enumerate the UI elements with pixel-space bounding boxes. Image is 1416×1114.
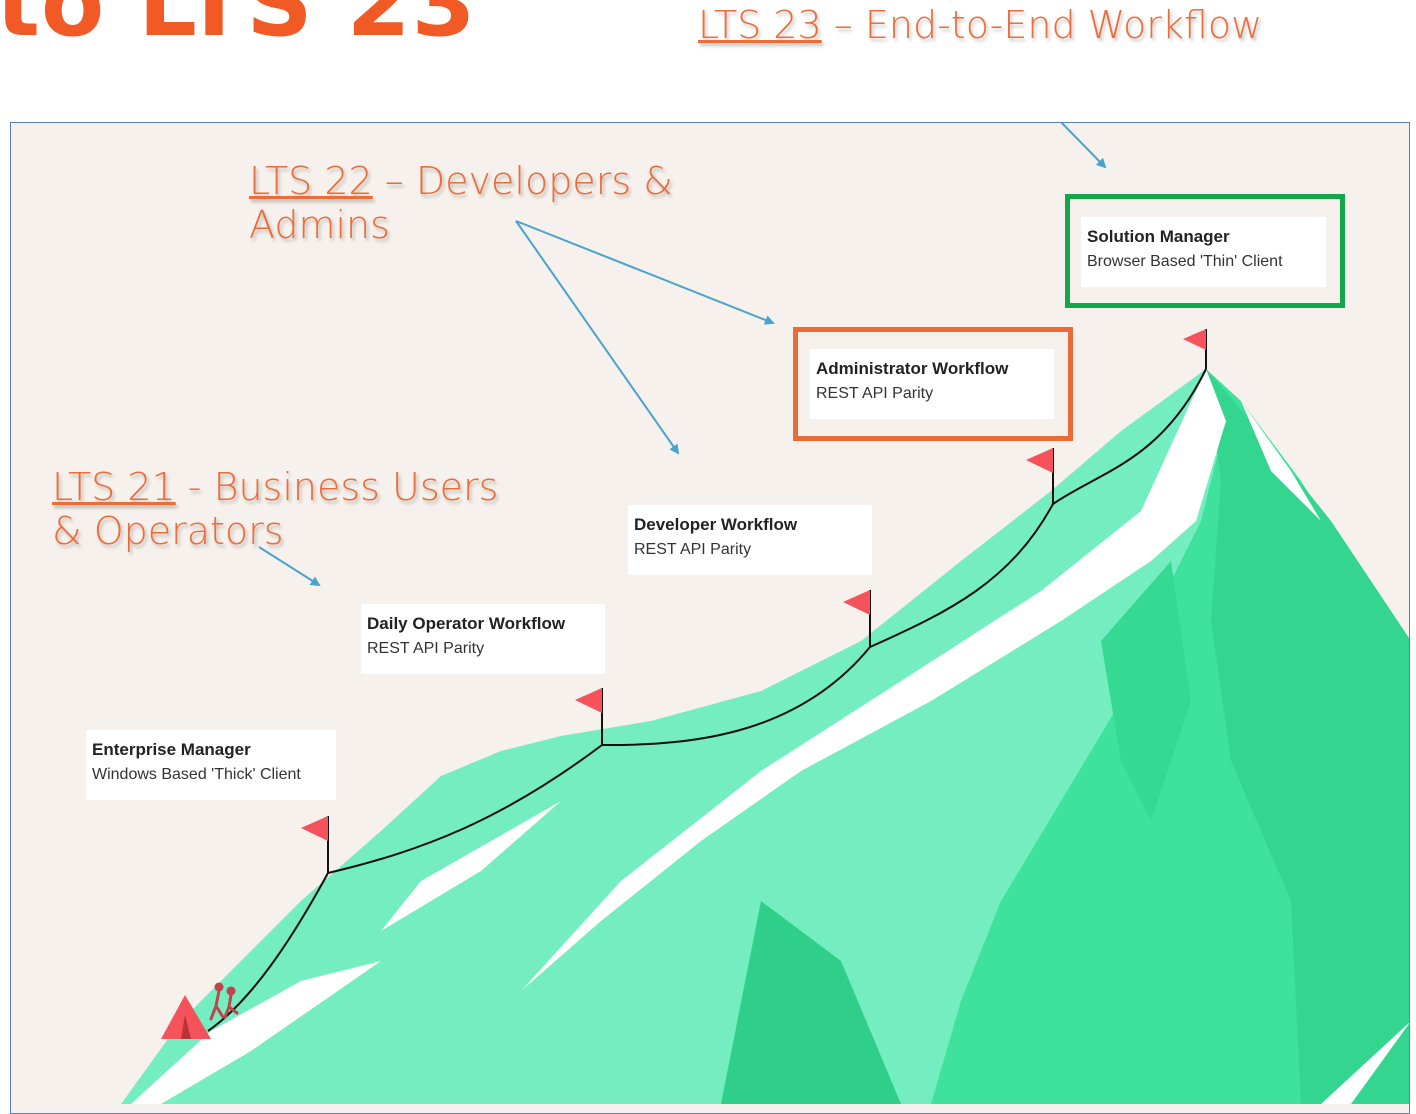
arrow-icon — [515, 220, 775, 325]
snow-streak — [381, 801, 561, 931]
milestone-title: Daily Operator Workflow — [367, 614, 566, 633]
snow-streak — [1241, 401, 1321, 521]
arrow-icon — [258, 546, 321, 587]
callout-lts22-text: – Developers & Admins — [249, 159, 673, 247]
milestone-card-enterprise-manager: Enterprise Manager Windows Based 'Thick'… — [86, 730, 336, 800]
callout-lts22-link[interactable]: LTS 22 — [249, 159, 373, 203]
milestone-subtitle: REST API Parity — [816, 385, 934, 402]
highlight-box-lts23 — [1065, 194, 1345, 308]
callout-lts21: LTS 21 - Business Users & Operators — [52, 465, 522, 553]
flag-icon — [1026, 448, 1054, 504]
diagram-frame: Enterprise Manager Windows Based 'Thick'… — [10, 122, 1410, 1114]
milestone-card-developer: Developer Workflow REST API Parity — [628, 505, 872, 575]
hikers-icon — [209, 982, 239, 1021]
milestone-card-solution-manager: Solution Manager Browser Based 'Thin' Cl… — [1081, 217, 1326, 287]
flag-icon — [1183, 329, 1207, 369]
milestone-title: Enterprise Manager — [92, 740, 251, 759]
callout-lts22: LTS 22 – Developers & Admins — [249, 159, 719, 247]
arrow-icon — [515, 220, 680, 455]
snow-streak — [1321, 1022, 1409, 1104]
climbing-trail — [207, 368, 1207, 1032]
mountain-scene — [121, 123, 1409, 1104]
flag-icon — [843, 590, 871, 647]
milestone-subtitle: REST API Parity — [634, 541, 752, 558]
milestone-subtitle: Browser Based 'Thin' Client — [1087, 253, 1283, 270]
slide-title: to LTS 23 — [0, 0, 477, 57]
callout-lts21-text: - Business Users & Operators — [52, 465, 499, 553]
milestone-title: Administrator Workflow — [816, 359, 1009, 378]
milestone-card-daily-operator: Daily Operator Workflow REST API Parity — [361, 604, 605, 674]
snow-streak — [131, 961, 381, 1104]
arrow-icon — [1060, 123, 1107, 169]
tent-icon — [161, 995, 211, 1039]
mountain-facet — [1101, 561, 1191, 821]
mountain-facet — [721, 901, 901, 1104]
snow-streak — [521, 369, 1226, 991]
flag-icon — [575, 688, 603, 745]
callout-lts23: LTS 23 – End-to-End Workflow — [698, 3, 1263, 48]
callout-lts21-link[interactable]: LTS 21 — [52, 465, 176, 509]
callout-lts23-text: – End-to-End Workflow — [821, 3, 1263, 47]
milestone-title: Developer Workflow — [634, 515, 798, 534]
flag-icon — [301, 816, 329, 873]
highlight-box-lts22 — [793, 327, 1073, 441]
milestone-subtitle: Windows Based 'Thick' Client — [92, 766, 301, 783]
milestone-card-administrator: Administrator Workflow REST API Parity — [810, 349, 1054, 419]
milestone-title: Solution Manager — [1087, 227, 1230, 246]
milestone-subtitle: REST API Parity — [367, 640, 485, 657]
callout-lts23-link[interactable]: LTS 23 — [698, 3, 822, 47]
mountain-facet — [1206, 369, 1409, 1104]
